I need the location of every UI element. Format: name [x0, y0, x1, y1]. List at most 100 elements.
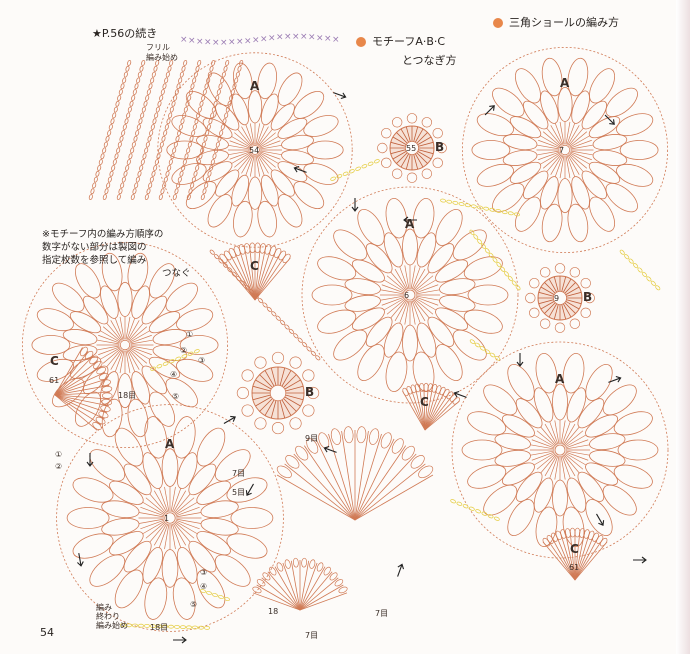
row-count-label: 18目 [150, 623, 169, 632]
row-count-label: 7目 [305, 631, 319, 640]
join-chain [469, 229, 521, 291]
frill-stitch: × [204, 38, 212, 48]
step-number: ② [55, 462, 63, 471]
motif-letter: C [570, 542, 579, 556]
motif-number: 55 [406, 144, 417, 153]
step-number: ④ [200, 582, 208, 591]
motif-number: 9 [554, 294, 560, 303]
join-chain [450, 499, 500, 521]
end-label: 編み [96, 603, 112, 612]
end-label-2: 終わり [96, 612, 120, 621]
motif-a [451, 341, 669, 559]
motif-number: 54 [249, 146, 260, 155]
frill-chain [102, 59, 146, 201]
section-title-motifs: モチーフA·B·C [356, 33, 445, 49]
bullet-icon [356, 37, 366, 47]
section-subtitle: とつなぎ方 [402, 54, 457, 67]
join-chain [150, 349, 200, 371]
motif-number: 61 [49, 375, 60, 385]
motif-letter: A [165, 436, 175, 451]
motif-letter: B [583, 290, 593, 304]
frill-stitch: × [196, 37, 204, 47]
join-chain [330, 159, 380, 181]
row-count-label: 5目 [232, 488, 246, 497]
frill-stitch: × [260, 34, 268, 44]
direction-arrow-icon [223, 415, 236, 424]
direction-arrow-icon [245, 483, 254, 496]
direction-arrow-icon [351, 198, 359, 212]
direction-arrow-icon [77, 553, 84, 567]
motif-a [461, 47, 668, 253]
step-number: ① [55, 450, 63, 459]
bullet-icon [493, 18, 503, 28]
join-chain [200, 588, 230, 602]
join-chain [469, 339, 501, 361]
step-number: ⑤ [190, 600, 198, 609]
frill-stitch: × [188, 36, 196, 46]
motif-a [157, 52, 353, 248]
page-number: 54 [40, 626, 54, 639]
direction-arrow-icon [608, 375, 622, 383]
motif-letter: B [305, 385, 315, 399]
direction-arrow-icon [86, 453, 94, 467]
motif-c-small [252, 557, 348, 611]
direction-arrow-icon [484, 105, 495, 116]
motif-number: 6 [404, 291, 410, 300]
direction-arrow-icon [604, 114, 615, 125]
step-number: ④ [170, 370, 178, 379]
section-title-shawl: 三角ショールの編み方 [493, 14, 619, 30]
instruction-note: ※モチーフ内の編み方順序の 数字がない部分は製図の 指定枚数を参照して編み つな… [42, 229, 191, 279]
step-number: ⑤ [172, 392, 180, 401]
direction-arrow-icon [453, 390, 467, 398]
step-number: ③ [198, 356, 206, 365]
frill-stitch: × [180, 35, 188, 45]
frill-chain [158, 59, 202, 201]
motif-b [525, 263, 595, 333]
frill-stitch: × [276, 33, 284, 43]
motif-c [219, 242, 291, 301]
direction-arrow-icon [293, 165, 307, 173]
frill-stitch: × [228, 38, 236, 48]
frill-stitch: × [220, 38, 228, 48]
motif-a [301, 186, 519, 404]
motif-number: 7 [559, 146, 565, 155]
motif-letter: C [250, 259, 259, 273]
continued-label: ★P.56の続き [92, 27, 158, 40]
edge-chain [209, 249, 321, 361]
row-count-label: 18目 [118, 391, 137, 400]
frill-stitch: × [244, 36, 252, 46]
frill-stitch: × [212, 38, 220, 48]
frill-stitch: × [324, 34, 332, 44]
step-number: ① [186, 330, 194, 339]
frill-stitch: × [284, 32, 292, 42]
frill-chain [116, 59, 160, 201]
frill-chain [172, 59, 216, 201]
direction-arrow-icon [333, 92, 347, 100]
motif-letter: A [405, 217, 415, 231]
motif-c-fan [276, 426, 434, 521]
step-number: ③ [200, 568, 208, 577]
frill-stitch: × [252, 35, 260, 45]
direction-arrow-icon [173, 636, 187, 644]
frill-stitch: × [308, 33, 316, 43]
frill-stitch: × [332, 35, 340, 45]
motif-number: 1 [164, 514, 170, 523]
frill-chain [88, 59, 132, 201]
row-count-label: 18 [268, 607, 279, 616]
join-chain [120, 623, 210, 630]
motif-a-partial [22, 241, 228, 448]
join-chain [440, 198, 520, 217]
frill-stitch: × [268, 33, 276, 43]
motif-letter: A [555, 372, 565, 386]
motif-c [402, 382, 461, 431]
direction-arrow-icon [397, 563, 405, 577]
direction-arrow-icon [633, 556, 647, 564]
frill-start-label: 編み始め [146, 53, 178, 62]
direction-arrow-icon [323, 445, 337, 453]
direction-arrow-icon [596, 513, 605, 526]
motif-letter: C [50, 354, 59, 368]
motif-b [236, 351, 320, 435]
frill-chain [144, 59, 188, 201]
join-chain [619, 249, 661, 291]
